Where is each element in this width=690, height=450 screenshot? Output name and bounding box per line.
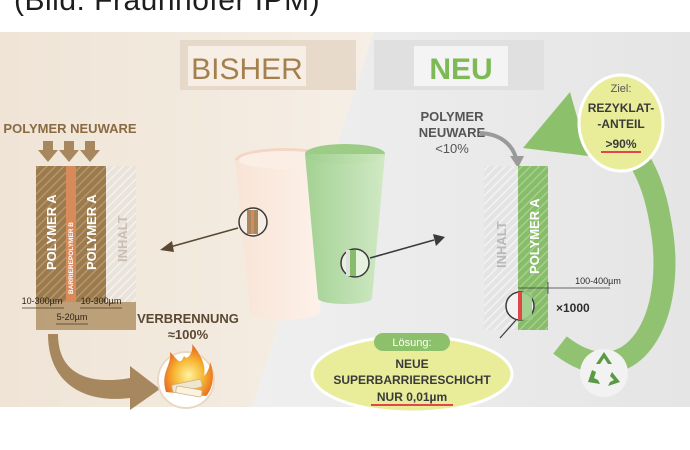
recycle-icon (580, 349, 628, 397)
figure-caption: (Bild: Fraunhofer IPM) (14, 0, 321, 17)
header-bisher: BISHER (180, 40, 356, 90)
right-neuware-line2: NEUWARE (419, 125, 486, 140)
magnifier-icon-left (238, 207, 268, 237)
goal-line3: >90% (605, 137, 636, 151)
right-dim-range: 100-400µm (575, 276, 621, 286)
left-layer-polymer-a-2: POLYMER A (84, 194, 99, 270)
solution-line3: NUR 0,01µm (377, 390, 447, 404)
left-neuware-label: POLYMER NEUWARE (3, 121, 136, 136)
zoom-circle (505, 291, 535, 321)
neu-title: NEU (429, 53, 492, 86)
left-layer-barrier: BARRIEREPOLYMER B (68, 222, 75, 294)
solution-line1: NEUE (395, 357, 428, 371)
header-neu: NEU (374, 40, 544, 90)
goal-title: Ziel: (611, 83, 632, 95)
left-layer-inhalt: INHALT (115, 215, 130, 262)
solution-title: Lösung: (392, 337, 431, 349)
bisher-title: BISHER (191, 53, 303, 86)
left-connector-arrow (160, 227, 239, 252)
left-dim-right: 10-300µm (81, 296, 122, 306)
left-dimension-lines (22, 307, 122, 325)
right-neuware-line1: POLYMER (420, 109, 484, 124)
left-dim-bottom: 5-20µm (57, 312, 88, 322)
right-layer-polymer-a: POLYMER A (527, 198, 542, 274)
right-connector-arrow (369, 234, 445, 259)
fire-icon (157, 344, 215, 409)
right-layer-inhalt: INHALT (494, 221, 509, 268)
zoom-factor: ×1000 (556, 301, 590, 315)
left-layer-stack (36, 166, 136, 330)
solution-line2: SUPERBARRIERESCHICHT (333, 373, 491, 387)
left-layer-polymer-a-1: POLYMER A (44, 194, 59, 270)
left-dim-left: 10-300µm (22, 296, 63, 306)
magnifier-icon-right (340, 248, 370, 278)
left-burn-arrow (48, 334, 160, 410)
goal-line2: -ANTEIL (597, 117, 644, 131)
goal-badge (577, 73, 665, 173)
right-neuware-percent: <10% (435, 141, 469, 156)
right-neuware-arrow (479, 131, 518, 159)
cup-green (305, 144, 385, 304)
goal-line1: REZYKLAT- (588, 101, 654, 115)
burn-label: VERBRENNUNG (137, 311, 239, 326)
arrow-down-icon (38, 141, 100, 162)
burn-percent: ≈100% (168, 327, 209, 342)
solution-badge (310, 333, 514, 414)
right-dimension-lines (518, 282, 610, 294)
zoom-pointer (499, 319, 517, 339)
